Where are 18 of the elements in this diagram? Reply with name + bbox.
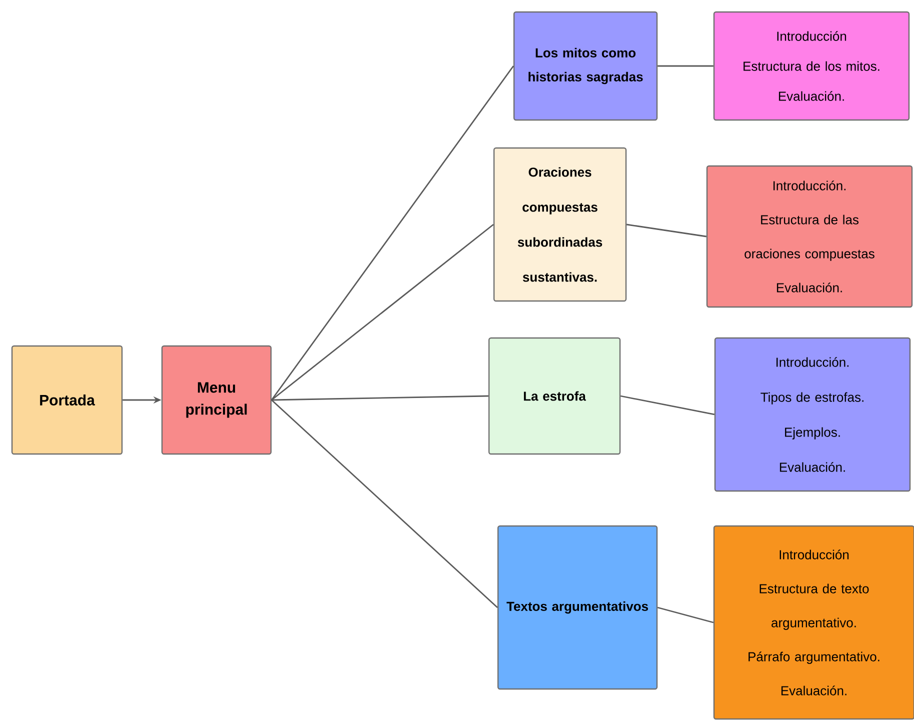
connector-line bbox=[271, 66, 514, 400]
connector-line bbox=[272, 395, 488, 401]
connector-line bbox=[271, 399, 498, 608]
topic-box: Introducción. Estructura de las oraciones compuestas Evaluación. bbox=[706, 165, 913, 308]
connector-line bbox=[620, 395, 715, 416]
topic-box: Introducción. Tipos de estrofas. Ejemplos. Evaluación. bbox=[714, 337, 911, 492]
topic-box: Textos argumentativos bbox=[497, 525, 658, 690]
topic-box: Menu principal bbox=[161, 345, 272, 455]
topic-box: La estrofa bbox=[488, 337, 621, 455]
topic-box: Los mitos como historias sagradas bbox=[513, 11, 658, 121]
topic-box: Portada bbox=[11, 345, 123, 455]
topic-box: Oraciones compuestas subordinadas sustantivas. bbox=[493, 147, 627, 302]
connector-line bbox=[626, 224, 706, 238]
topic-box: Introducción Estructura de texto argumentativo. Párrafo argumentativo. Evaluación. bbox=[713, 525, 914, 720]
topic-box: Introducción Estructura de los mitos. Evaluación. bbox=[713, 11, 910, 121]
connector-line bbox=[271, 224, 494, 401]
connector-line bbox=[658, 65, 714, 67]
connector-line bbox=[657, 606, 714, 624]
